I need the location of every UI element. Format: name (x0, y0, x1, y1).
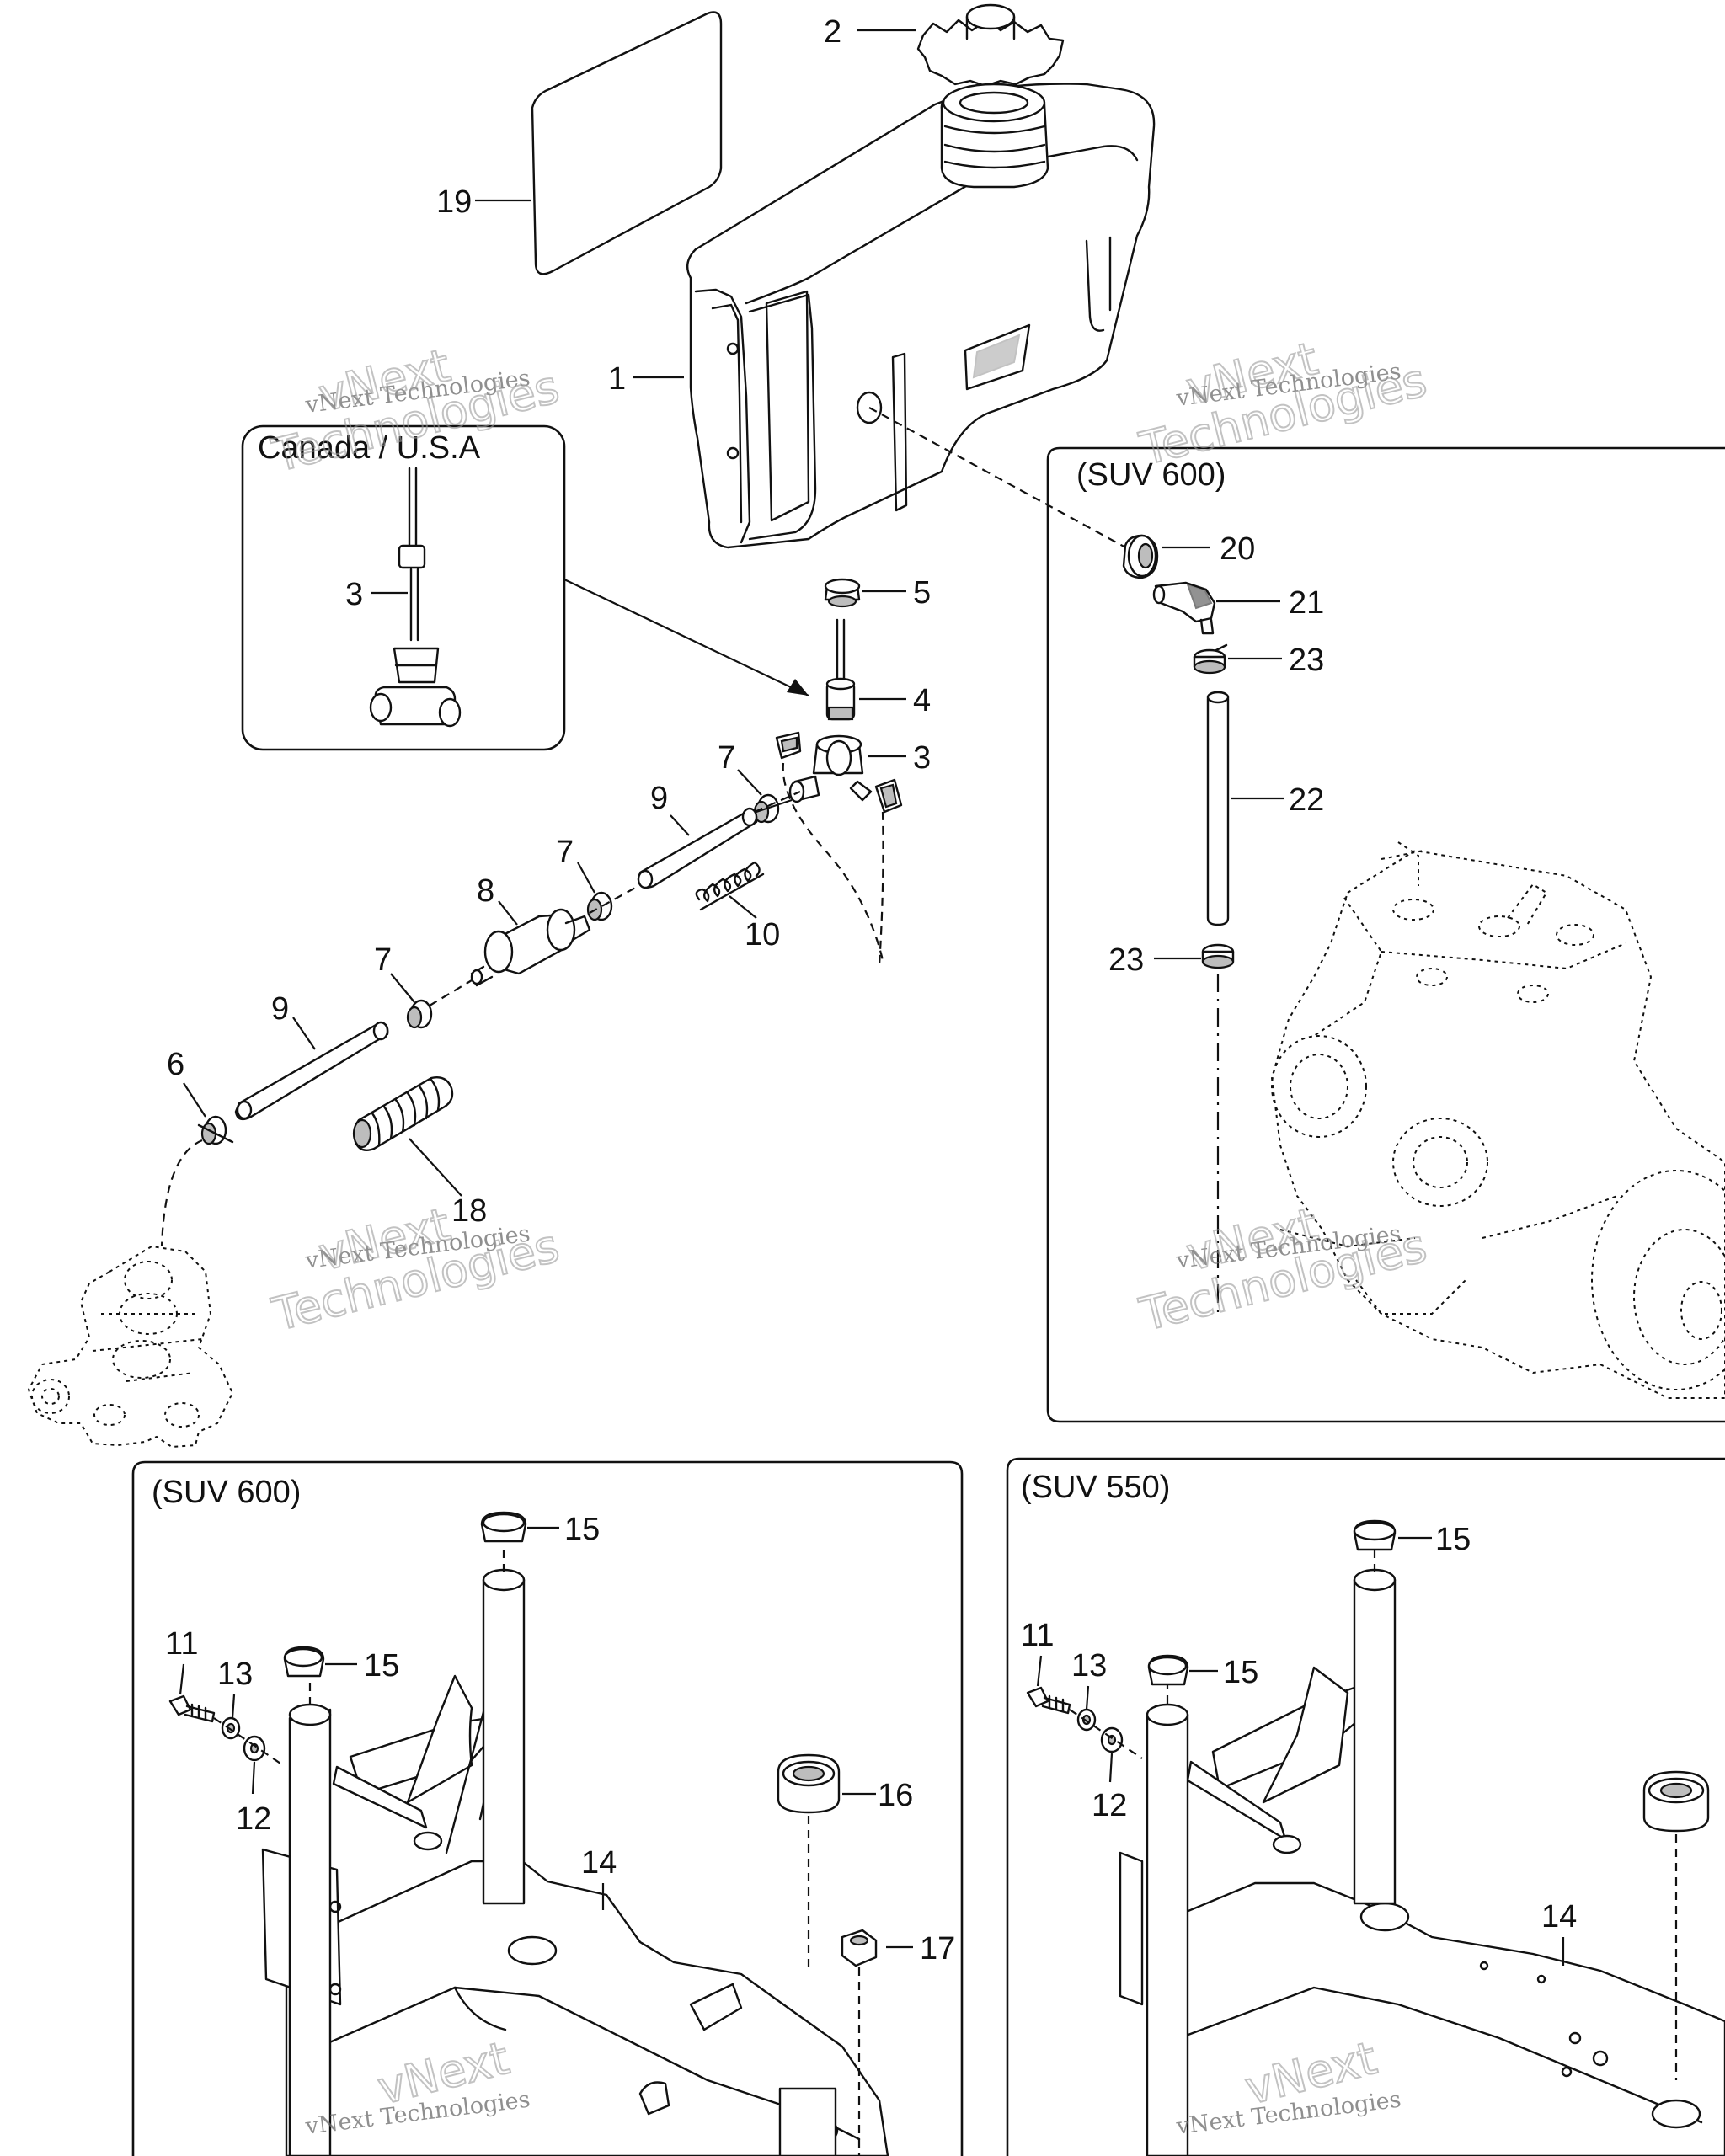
callout-7-lower: 7 (374, 942, 392, 978)
inset-pointer-arrow (563, 579, 809, 696)
centerline-a (589, 885, 639, 914)
callout-15-b: 15 (364, 1648, 399, 1684)
centerline-to-carb (160, 1139, 203, 1247)
callout-8: 8 (477, 873, 494, 909)
part-10-hose-spring (695, 861, 765, 911)
part-18-spring (352, 1076, 454, 1151)
callout-1: 1 (608, 361, 626, 397)
part-9-hose-upper (637, 807, 758, 889)
leader-18 (409, 1138, 462, 1197)
callout-23-lower: 23 (1108, 942, 1144, 978)
leader-6 (183, 1082, 206, 1118)
callout-9-upper: 9 (650, 781, 668, 816)
part-20-grommet (1122, 534, 1159, 579)
watermark-3-big: vNext Technologies (266, 1197, 565, 1342)
part-3-shutoff-valve (775, 731, 903, 814)
leader-7-upper (737, 769, 762, 796)
callout-2: 2 (824, 14, 841, 50)
suv600-engine-box: (SUV 600) (1046, 446, 1725, 1423)
centerline-b (754, 790, 801, 814)
leader-9-lower (292, 1017, 316, 1050)
leader-7-middle (577, 862, 595, 894)
callout-12-b: 12 (1092, 1788, 1127, 1823)
callout-9-lower: 9 (271, 991, 289, 1027)
leader-8 (498, 900, 518, 926)
part-7-clamp-middle (586, 891, 613, 921)
leader-7-lower (390, 973, 415, 1003)
engine-phantom (1270, 841, 1725, 1399)
carburetor-phantom (27, 1245, 234, 1449)
callout-13-a: 13 (217, 1657, 253, 1692)
callout-19: 19 (436, 184, 472, 220)
callout-15-a: 15 (564, 1512, 600, 1547)
part-4-pickup-filter (825, 618, 856, 721)
callout-6: 6 (167, 1047, 184, 1082)
leader-13-b (1085, 1685, 1090, 1710)
part-6-clamp (197, 1115, 234, 1145)
leader-11-b (1036, 1655, 1043, 1687)
callout-18: 18 (451, 1193, 487, 1229)
callout-16: 16 (878, 1778, 913, 1813)
callout-7-middle: 7 (556, 835, 574, 870)
inset-title: Canada / U.S.A (258, 430, 481, 466)
watermark-2-big: vNext Technologies (1134, 331, 1433, 477)
callout-11-a: 11 (165, 1626, 198, 1662)
part-22-vent-hose (1206, 691, 1230, 926)
callout-13-b: 13 (1071, 1648, 1107, 1684)
suv600-frame-title: (SUV 600) (152, 1475, 301, 1510)
watermark-4-big: vNext Technologies (1134, 1197, 1433, 1342)
leader-12-b (1108, 1753, 1114, 1783)
valve-lever-motion-line-2 (878, 811, 884, 966)
centerline-c (429, 979, 473, 1006)
callout-14-b: 14 (1541, 1899, 1577, 1935)
callout-15-c: 15 (1435, 1522, 1471, 1557)
suv550-frame-box: (SUV 550) (1006, 1457, 1725, 2156)
leader-11-a (179, 1663, 185, 1695)
callout-10: 10 (745, 917, 780, 953)
part-9-hose-lower (234, 1021, 389, 1121)
callout-20: 20 (1220, 531, 1255, 567)
inset-box-canada-usa: Canada / U.S.A 3 (241, 424, 566, 751)
suv550-frame-title: (SUV 550) (1021, 1470, 1170, 1505)
part-8-fuel-filter (470, 908, 591, 987)
part-19-decal (531, 11, 723, 275)
callout-3: 3 (913, 740, 931, 776)
suv600-engine-title: (SUV 600) (1076, 457, 1226, 493)
part-5-grommet (824, 578, 861, 608)
callout-21: 21 (1289, 585, 1324, 621)
callout-7-upper: 7 (718, 740, 735, 776)
callout-5: 5 (913, 575, 931, 611)
part-2-fuel-cap (916, 3, 1065, 88)
part-23-clamp-upper (1193, 643, 1228, 675)
callout-12-a: 12 (236, 1801, 271, 1837)
tank-vent-centerline (868, 407, 1130, 550)
valve-lever-motion-line (782, 762, 884, 961)
part-1-fuel-tank (686, 83, 1156, 549)
part-23-clamp-lower (1201, 943, 1235, 969)
callout-23-upper: 23 (1289, 643, 1324, 678)
part-21-elbow-fitting (1152, 581, 1216, 635)
part-7-clamp-lower (406, 999, 433, 1029)
suv600-frame-box: (SUV 600) (131, 1460, 964, 2156)
callout-22: 22 (1289, 782, 1324, 818)
leader-9-upper (670, 814, 690, 836)
inset-pointer-arrowhead (787, 679, 809, 696)
leader-13-a (231, 1694, 236, 1719)
leader-10 (729, 895, 757, 919)
callout-11-b: 11 (1021, 1618, 1054, 1653)
callout-15-d: 15 (1223, 1655, 1258, 1690)
callout-14-a: 14 (581, 1845, 617, 1881)
callout-17: 17 (920, 1931, 955, 1967)
inset-part-3-valve (369, 467, 462, 728)
callout-3-inset: 3 (345, 577, 363, 612)
leader-12-a (251, 1761, 256, 1795)
callout-4: 4 (913, 683, 931, 718)
